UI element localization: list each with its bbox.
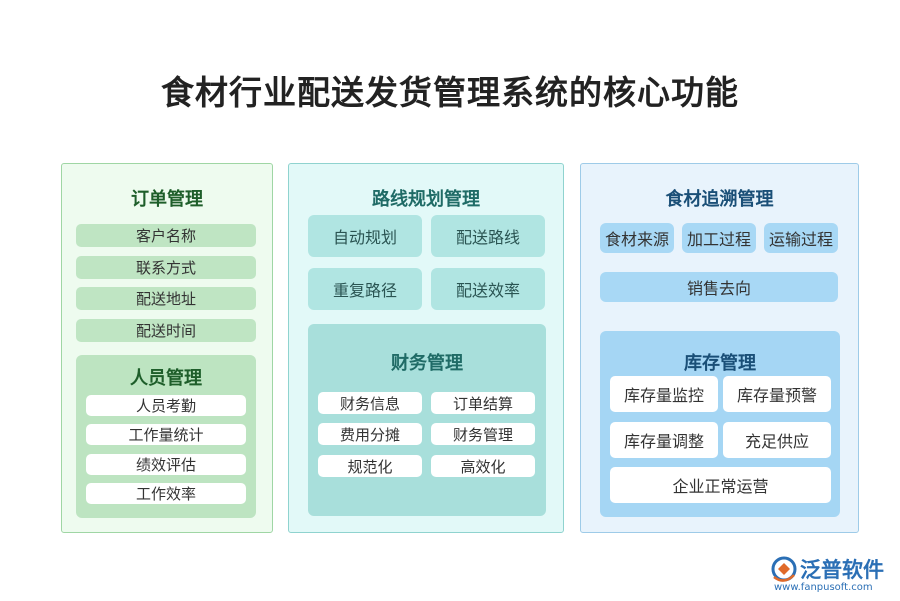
order-item-contact: 联系方式 — [76, 256, 256, 279]
finance-item-standardize: 规范化 — [318, 455, 422, 477]
inventory-item-adjust: 库存量调整 — [610, 422, 718, 458]
trace-item-sales: 销售去向 — [600, 272, 838, 302]
route-planning-heading: 路线规划管理 — [372, 189, 480, 210]
traceability-heading: 食材追溯管理 — [665, 189, 774, 210]
staff-item-attendance: 人员考勤 — [86, 395, 246, 416]
route-delivery-route: 配送路线 — [431, 215, 545, 257]
finance-item-management: 财务管理 — [431, 423, 535, 445]
inventory-item-warning: 库存量预警 — [723, 376, 831, 412]
trace-item-transport: 运输过程 — [764, 223, 838, 253]
page-title: 食材行业配送发货管理系统的核心功能 — [161, 73, 739, 112]
inventory-item-monitor: 库存量监控 — [610, 376, 718, 412]
finance-management-box — [308, 324, 546, 516]
logo-name: 泛普软件 — [800, 558, 884, 582]
order-item-customer-name: 客户名称 — [76, 224, 256, 247]
route-repeat-path: 重复路径 — [308, 268, 422, 310]
route-planning-panel: 路线规划管理 自动规划 配送路线 重复路径 配送效率 财务管理 财务信息 订单结… — [288, 163, 564, 533]
order-item-time: 配送时间 — [76, 319, 256, 342]
staff-management-heading: 人员管理 — [130, 368, 202, 389]
finance-item-settlement: 订单结算 — [431, 392, 535, 414]
trace-item-source: 食材来源 — [600, 223, 674, 253]
finance-item-cost-sharing: 费用分摊 — [318, 423, 422, 445]
inventory-management-heading: 库存管理 — [684, 353, 756, 374]
trace-item-processing: 加工过程 — [682, 223, 756, 253]
route-delivery-efficiency: 配送效率 — [431, 268, 545, 310]
fanpu-logo-icon — [771, 556, 797, 582]
logo-url: www.fanpusoft.com — [774, 582, 873, 593]
inventory-item-supply: 充足供应 — [723, 422, 831, 458]
inventory-item-operation: 企业正常运营 — [610, 467, 831, 503]
staff-item-performance: 绩效评估 — [86, 454, 246, 475]
route-auto-plan: 自动规划 — [308, 215, 422, 257]
finance-management-heading: 财务管理 — [391, 353, 463, 374]
finance-item-efficiency: 高效化 — [431, 455, 535, 477]
order-management-panel: 订单管理 客户名称 联系方式 配送地址 配送时间 人员管理 人员考勤 工作量统计… — [61, 163, 273, 533]
staff-item-efficiency: 工作效率 — [86, 483, 246, 504]
traceability-panel: 食材追溯管理 食材来源 加工过程 运输过程 销售去向 库存管理 库存量监控 库存… — [580, 163, 859, 533]
brand-logo: 泛普软件 www.fanpusoft.com — [770, 553, 895, 597]
order-item-address: 配送地址 — [76, 287, 256, 310]
finance-item-info: 财务信息 — [318, 392, 422, 414]
staff-item-workload: 工作量统计 — [86, 424, 246, 445]
order-management-heading: 订单管理 — [131, 189, 203, 210]
